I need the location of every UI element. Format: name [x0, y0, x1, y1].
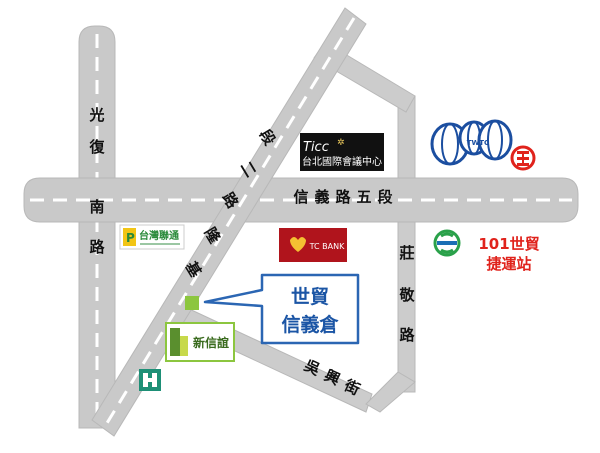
- road-label-char: 五: [356, 188, 371, 206]
- metro-station-label: 101世貿 捷運站: [478, 235, 539, 273]
- metro-station-line2: 捷運站: [486, 255, 531, 273]
- road-label-wuxing: 吳 興 街: [302, 356, 363, 399]
- road-label-char: 街: [341, 376, 363, 399]
- lottery-logo-icon: P: [126, 231, 135, 245]
- road-xinyi: [23, 177, 579, 223]
- poi-shinfo[interactable]: 新信誼: [165, 322, 235, 362]
- poi-taiwan-lottery[interactable]: P 台灣聯通: [119, 224, 185, 250]
- road-label-char: 莊: [399, 244, 414, 262]
- shinfo-name: 新信誼: [193, 335, 229, 350]
- road-label-char: 義: [314, 188, 329, 206]
- lottery-name: 台灣聯通: [139, 229, 179, 242]
- heart-icon: [290, 237, 306, 252]
- road-guangfu-south: [78, 25, 116, 429]
- road-label-guangfu-south: 光 復 南 路: [88, 106, 105, 256]
- tc-bank-name: TC BANK: [309, 242, 345, 251]
- road-label-char: 段: [377, 188, 392, 206]
- ticc-name: 台北國際會議中心: [302, 155, 382, 168]
- road-label-char: 路: [399, 326, 415, 344]
- poi-tc-bank[interactable]: TC BANK: [279, 228, 347, 262]
- metro-station-icon: [433, 229, 461, 257]
- fubon-logo-icon: [139, 369, 161, 391]
- target-marker[interactable]: [185, 296, 199, 310]
- road-label-char: 復: [88, 138, 105, 156]
- road-label-char: 信: [293, 188, 308, 206]
- road-label-zhuangjing: 莊 敬 路: [398, 244, 415, 344]
- poi-twtc[interactable]: TWTC: [430, 119, 513, 166]
- callout-line2: 信義倉: [281, 313, 339, 336]
- poi-ticc[interactable]: Ticc ✲ 台北國際會議中心: [300, 133, 384, 171]
- metro-station-line1: 101世貿: [478, 235, 539, 253]
- globe-icon: [430, 119, 513, 166]
- road-label-char: 敬: [398, 286, 415, 304]
- road-label-char: 路: [335, 188, 351, 206]
- road-keelung: [91, 7, 367, 437]
- road-label-char: 興: [322, 366, 343, 389]
- ticc-logo: Ticc: [303, 140, 329, 155]
- road-label-char: 路: [89, 238, 105, 256]
- road-label-char: 南: [89, 198, 104, 216]
- callout-line1: 世貿: [291, 285, 329, 308]
- twtc-label: TWTC: [467, 139, 489, 147]
- callout-box[interactable]: 世貿 信義倉: [203, 273, 360, 345]
- road-label-char: 光: [88, 106, 104, 124]
- road-label-xinyi: 信 義 路 五 段: [293, 188, 392, 206]
- star-icon: ✲: [337, 138, 345, 148]
- metro-logo-icon: [510, 145, 536, 171]
